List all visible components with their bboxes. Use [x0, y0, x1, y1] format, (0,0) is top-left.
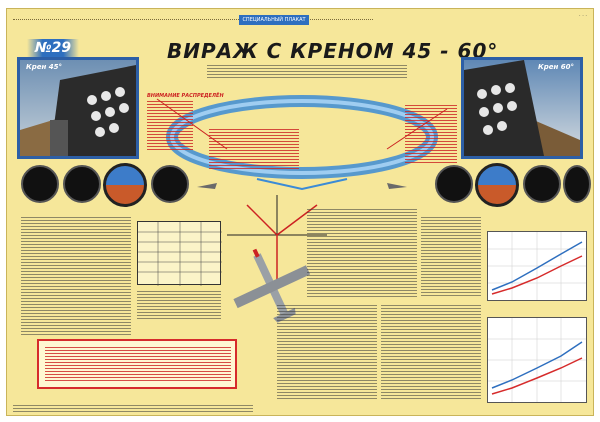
bottom-center-text-2	[381, 305, 481, 401]
poster: СПЕЦИАЛЬНЫЙ ПЛАКАТ · · · №29 ВИРАЖ С КРЕ…	[6, 8, 594, 416]
footer-fine-print	[13, 405, 253, 413]
table-grid	[138, 222, 222, 286]
center-right-text	[307, 209, 417, 299]
force-diagram	[227, 195, 327, 323]
chart-top	[487, 231, 587, 301]
right-column-text	[421, 217, 481, 297]
left-column-text	[21, 217, 131, 337]
left-callout-text	[147, 101, 193, 151]
warning-box	[37, 339, 237, 389]
altimeter-gauge-left	[63, 165, 101, 203]
header-fine-print	[13, 19, 373, 22]
attitude-indicator-right	[475, 163, 519, 207]
intro-text	[207, 65, 407, 79]
center-callout-text	[209, 129, 299, 169]
poster-number: №29	[27, 39, 79, 57]
photo-left-label: Крен 45°	[26, 63, 62, 71]
airspeed-gauge-right	[435, 165, 473, 203]
airspeed-gauge-left	[21, 165, 59, 203]
chart-bottom-plot	[488, 318, 586, 402]
photo-right-label: Крен 60°	[538, 63, 574, 71]
right-callout-text	[405, 105, 457, 165]
table-notes	[137, 291, 221, 321]
cockpit-left-illustration	[20, 60, 136, 156]
cockpit-right-illustration	[464, 60, 580, 156]
chart-top-plot	[488, 232, 586, 300]
vario-gauge-right	[523, 165, 561, 203]
poster-stamp: СПЕЦИАЛЬНЫЙ ПЛАКАТ	[239, 15, 309, 25]
vario-gauge-left	[151, 165, 189, 203]
warning-text	[45, 347, 231, 383]
chart-bottom	[487, 317, 587, 403]
corner-code: · · ·	[579, 13, 587, 19]
cockpit-photo-right: Крен 60°	[461, 57, 583, 159]
cockpit-photo-left: Крен 45°	[17, 57, 139, 159]
poster-title: ВИРАЖ С КРЕНОМ 45 - 60°	[167, 39, 499, 63]
attitude-indicator-left	[103, 163, 147, 207]
attention-label: ВНИМАНИЕ РАСПРЕДЕЛЁН	[147, 93, 224, 99]
bank-angle-table	[137, 221, 222, 286]
extra-gauge-right	[563, 165, 591, 203]
bottom-center-text-1	[277, 305, 377, 401]
